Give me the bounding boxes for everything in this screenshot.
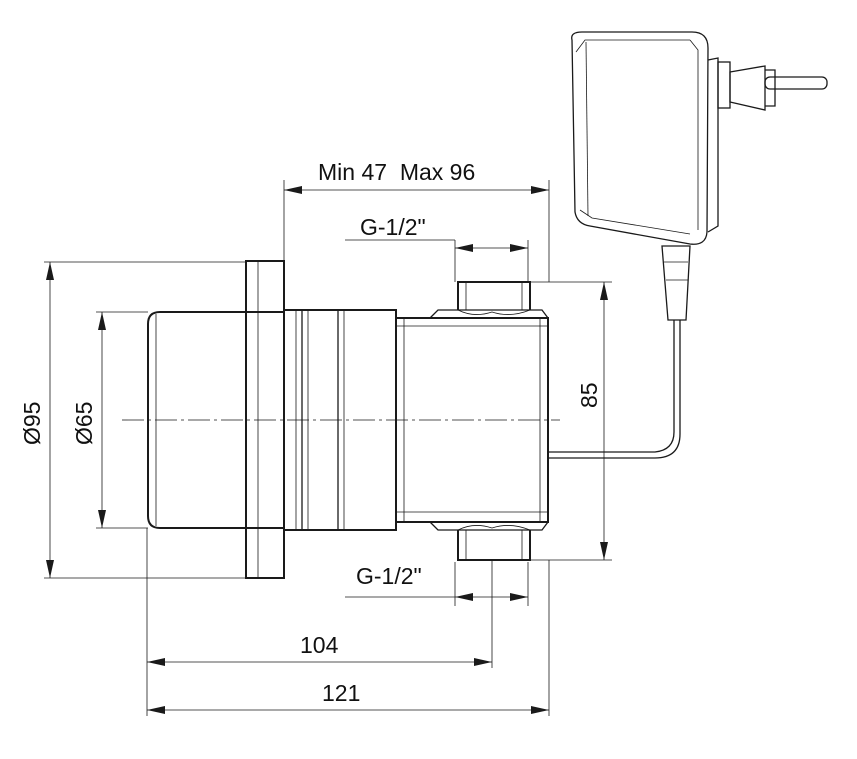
stroke-range-label: Min 47 Max 96 (318, 159, 475, 185)
thread-bottom-label: G-1/2" (356, 563, 422, 589)
thread-top-label: G-1/2" (360, 214, 426, 240)
length-104-label: 104 (300, 632, 339, 658)
length-121-label: 121 (322, 680, 360, 706)
diameter-65-label: Ø65 (71, 402, 97, 445)
extension-lines (44, 180, 612, 716)
dimension-lines (46, 186, 608, 714)
height-85-label: 85 (576, 382, 602, 408)
power-adapter (548, 31, 828, 459)
valve-body (122, 260, 560, 579)
diameter-95-label: Ø95 (19, 402, 45, 445)
